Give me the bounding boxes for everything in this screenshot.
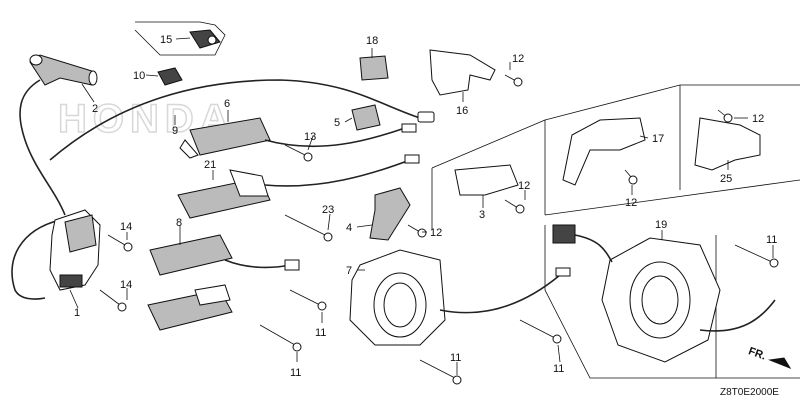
cable-clip[interactable] bbox=[157, 67, 183, 86]
bracket-4[interactable] bbox=[369, 187, 411, 241]
leader-lines bbox=[69, 37, 774, 375]
bolt-14a[interactable] bbox=[107, 234, 133, 252]
bolt-12c[interactable] bbox=[504, 199, 525, 214]
label-part-1: 1 bbox=[74, 307, 80, 319]
label-part-12c: 12 bbox=[518, 180, 530, 192]
label-part-14a: 14 bbox=[120, 221, 132, 233]
label-part-23: 23 bbox=[322, 204, 334, 216]
ignition-ground-wire bbox=[11, 219, 61, 300]
coil-21-terminal bbox=[404, 154, 420, 164]
label-part-18: 18 bbox=[366, 35, 378, 47]
label-part-19: 19 bbox=[655, 219, 667, 231]
coil-6-terminal bbox=[401, 123, 417, 133]
high-tension-cord bbox=[19, 79, 66, 216]
exciter-coil-21[interactable] bbox=[177, 169, 271, 219]
bolt-12b[interactable] bbox=[407, 224, 427, 238]
label-part-12e: 12 bbox=[752, 113, 764, 125]
group-outline-15 bbox=[134, 21, 226, 56]
bolt-12d[interactable] bbox=[624, 169, 638, 185]
stator-7-lead bbox=[439, 274, 561, 314]
stator-19-connector bbox=[552, 224, 576, 244]
label-part-25: 25 bbox=[720, 173, 732, 185]
fr-label: FR. bbox=[747, 345, 768, 362]
label-part-13: 13 bbox=[304, 131, 316, 143]
label-part-16: 16 bbox=[456, 105, 468, 117]
stator-19[interactable] bbox=[601, 237, 721, 363]
stator-19-output-lead bbox=[699, 299, 776, 332]
label-part-14b: 14 bbox=[120, 279, 132, 291]
stator-7-terminal bbox=[555, 267, 571, 277]
label-part-11e: 11 bbox=[553, 363, 564, 375]
label-part-11c: 11 bbox=[290, 367, 301, 379]
stator-19-lead bbox=[574, 234, 613, 263]
bracket-25[interactable] bbox=[694, 117, 761, 171]
wire-terminal bbox=[417, 111, 435, 123]
bolt-11c[interactable] bbox=[419, 359, 462, 385]
coil-21-lead bbox=[264, 159, 411, 187]
spark-plug-cap[interactable] bbox=[29, 54, 98, 86]
bolt-11d[interactable] bbox=[519, 319, 562, 344]
stator-7[interactable] bbox=[349, 249, 446, 346]
label-part-4: 4 bbox=[346, 222, 352, 234]
label-part-11d: 11 bbox=[450, 352, 461, 364]
fr-arrow-icon bbox=[768, 357, 792, 370]
bracket-16[interactable] bbox=[429, 49, 496, 96]
coil-lower[interactable] bbox=[147, 284, 233, 331]
coil-6-lead bbox=[264, 127, 406, 148]
bracket-3[interactable] bbox=[454, 164, 519, 196]
coil-8-connector bbox=[284, 259, 300, 271]
label-part-2: 2 bbox=[92, 103, 98, 115]
bolt-12a[interactable] bbox=[504, 74, 523, 87]
label-part-21: 21 bbox=[204, 159, 216, 171]
bracket-17[interactable] bbox=[562, 117, 646, 186]
label-part-5: 5 bbox=[334, 117, 340, 129]
label-part-10: 10 bbox=[133, 70, 145, 82]
front-direction-indicator: FR. bbox=[747, 345, 792, 370]
charge-coil-6[interactable] bbox=[179, 117, 271, 159]
grommet-18[interactable] bbox=[359, 55, 389, 81]
coil-8[interactable] bbox=[149, 234, 233, 276]
label-part-9: 9 bbox=[172, 125, 178, 137]
reference-code: Z8T0E2000E bbox=[720, 387, 779, 398]
label-part-12d: 12 bbox=[625, 197, 637, 209]
group-outline-stator bbox=[544, 225, 800, 379]
label-part-17: 17 bbox=[652, 133, 664, 145]
label-part-6: 6 bbox=[224, 98, 230, 110]
label-part-8: 8 bbox=[176, 217, 182, 229]
label-part-12a: 12 bbox=[512, 53, 524, 65]
bolt-12e[interactable] bbox=[717, 109, 733, 123]
bolt-23[interactable] bbox=[284, 214, 333, 242]
harness-clamp[interactable] bbox=[189, 29, 221, 49]
label-part-15: 15 bbox=[160, 34, 172, 46]
group-outline-19 bbox=[544, 179, 800, 216]
bolt-14b[interactable] bbox=[99, 289, 127, 312]
bolt-11b[interactable] bbox=[259, 324, 302, 352]
label-part-3: 3 bbox=[479, 209, 485, 221]
bolt-11e[interactable] bbox=[734, 244, 779, 268]
label-part-7: 7 bbox=[346, 265, 352, 277]
coil-8-lead bbox=[224, 259, 291, 269]
wire-holder[interactable] bbox=[351, 104, 381, 131]
label-part-11b: 11 bbox=[315, 327, 326, 339]
bolt-11a[interactable] bbox=[289, 289, 327, 311]
ignition-coil[interactable] bbox=[49, 209, 101, 291]
ignition-wire bbox=[49, 79, 421, 161]
label-part-11a: 11 bbox=[766, 234, 777, 246]
bolt-13[interactable] bbox=[284, 144, 313, 162]
label-part-12b: 12 bbox=[430, 227, 442, 239]
